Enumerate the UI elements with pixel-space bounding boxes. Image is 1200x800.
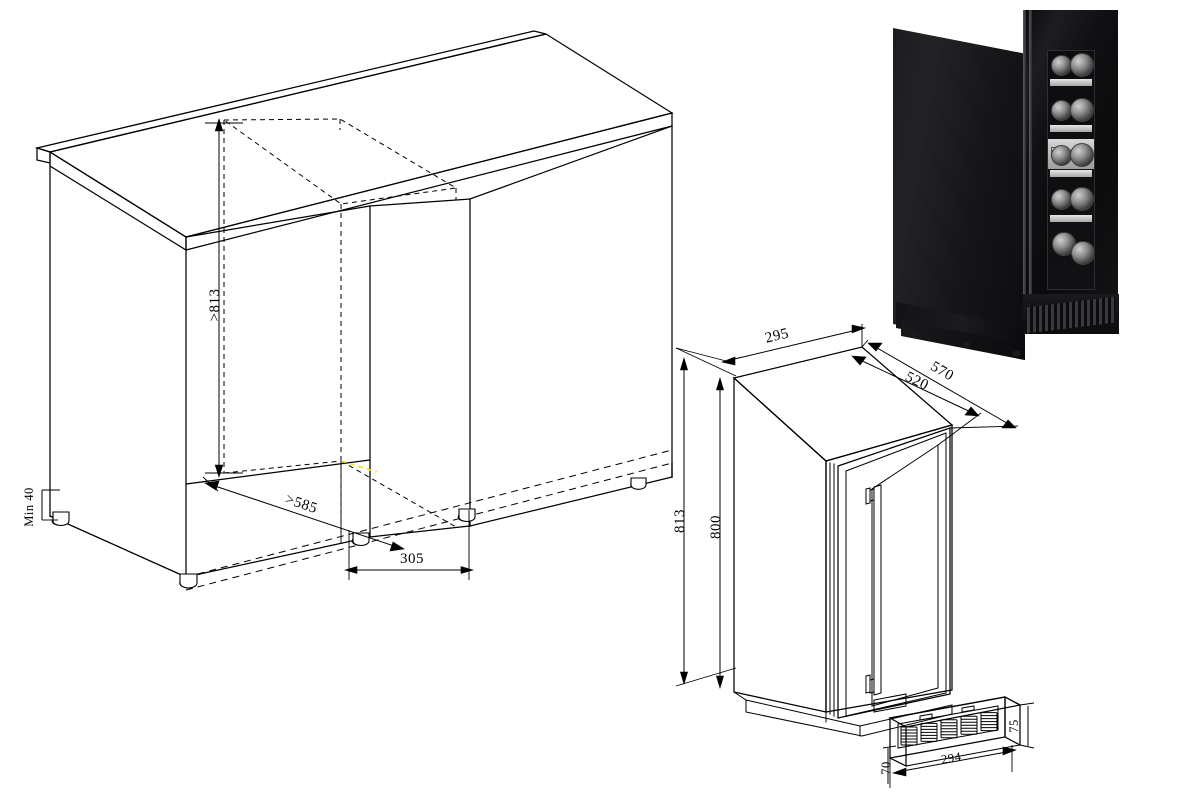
dimension-label: 305 bbox=[400, 551, 424, 567]
dimension-grille-depth: 70 bbox=[879, 745, 897, 784]
shelf-bar bbox=[1050, 170, 1092, 177]
wine-bottle bbox=[1051, 55, 1072, 76]
dimension-plinth-height: Min 40 bbox=[22, 487, 60, 527]
cabinet-foot bbox=[630, 477, 647, 490]
dimension-label: 295 bbox=[764, 326, 791, 347]
wine-bottle bbox=[1051, 145, 1072, 166]
dimension-niche-width: 305 bbox=[343, 510, 475, 580]
wine-shelf-row bbox=[1048, 95, 1094, 139]
dimension-cabinet-width: 295 bbox=[675, 324, 867, 366]
door-edge-strip-right bbox=[1029, 10, 1032, 320]
product-photo bbox=[893, 2, 1125, 361]
wine-shelf-row bbox=[1048, 51, 1094, 95]
grille-louvres bbox=[900, 712, 998, 746]
leveling-foot bbox=[1013, 351, 1020, 356]
cabinet-foot bbox=[51, 511, 70, 527]
dimension-label: 813 bbox=[672, 509, 688, 533]
dimension-label: Min 40 bbox=[22, 487, 36, 526]
leveling-foot bbox=[911, 332, 918, 337]
wine-bottle bbox=[1071, 241, 1094, 265]
wine-shelf-row bbox=[1048, 227, 1094, 271]
dimension-label: >813 bbox=[207, 289, 223, 322]
cabinet-foot bbox=[351, 532, 370, 547]
dimension-cabinet-height: 800 bbox=[708, 376, 725, 690]
wine-shelf-row bbox=[1048, 139, 1094, 183]
cabinet-foot bbox=[457, 508, 476, 523]
wine-bottle bbox=[1051, 100, 1072, 121]
wine-shelf-row bbox=[1048, 183, 1094, 227]
wine-bottle bbox=[1070, 187, 1094, 211]
shelf-bar bbox=[1050, 125, 1092, 132]
dimension-label: 294 bbox=[940, 749, 963, 766]
dimension-label: 75 bbox=[1007, 719, 1021, 733]
leveling-foot bbox=[963, 342, 970, 347]
dimension-label: 800 bbox=[708, 515, 724, 539]
door-edge-strip-left bbox=[1023, 10, 1026, 320]
door-handle bbox=[865, 484, 882, 696]
wine-bottle bbox=[1070, 53, 1094, 77]
wine-bottle bbox=[1070, 143, 1094, 167]
dimension-label: 70 bbox=[879, 761, 893, 775]
dimension-niche-height: >813 bbox=[205, 118, 243, 478]
dimension-grille-width: 294 bbox=[889, 745, 1018, 788]
wine-bottle bbox=[1052, 232, 1076, 256]
glass-door-window bbox=[1047, 50, 1095, 290]
cabinet-side-panel bbox=[893, 28, 1025, 350]
cabinet-foot bbox=[179, 573, 198, 589]
dimension-overall-height: 813 bbox=[672, 347, 737, 687]
wine-bottle bbox=[1070, 98, 1094, 122]
shelf-bar bbox=[1050, 79, 1092, 86]
dimension-grille-height: 75 bbox=[1007, 702, 1035, 749]
shelf-bar bbox=[1050, 215, 1092, 222]
wine-bottle bbox=[1051, 189, 1072, 210]
